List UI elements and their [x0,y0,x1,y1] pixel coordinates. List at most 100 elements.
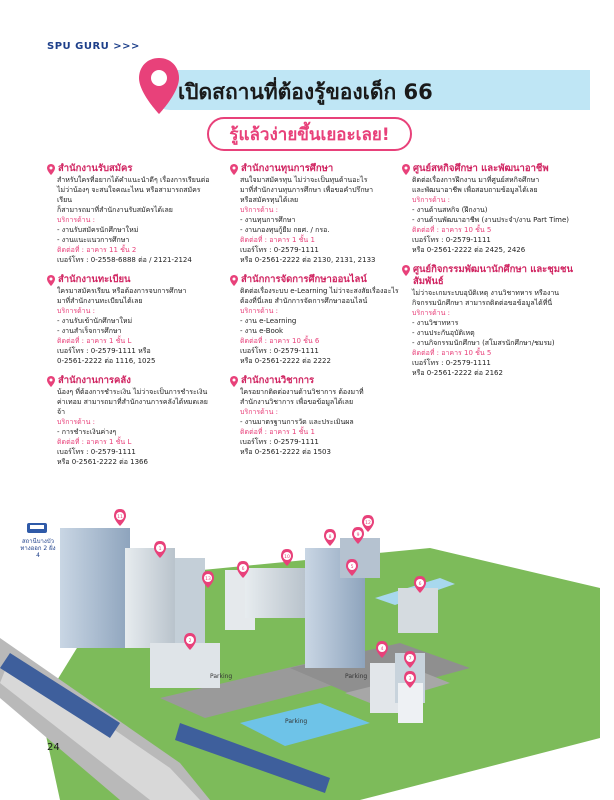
service-item: - งานรับสมัครนักศึกษาใหม่ [57,226,139,234]
office-title: สำนักงานทะเบียน [47,274,215,286]
building-marker: 4 [376,641,388,658]
office-location: ติดต่อที่ : อาคาร 1 ชั้น L [57,337,132,345]
office-location: ติดต่อที่ : อาคาร 1 ชั้น 1 [240,428,315,436]
office-title-text: สำนักงานทุนการศึกษา [241,163,334,174]
building-marker: 8 [324,529,336,546]
office-title-text: ศูนย์กิจกรรมพัฒนานักศึกษา และชุมชนสัมพัน… [413,264,573,287]
services-label: บริการด้าน : [57,418,95,426]
office-phone: หรือ 0-2561-2222 ต่อ 1366 [57,458,148,466]
station-label: สถานีบางบัว ทางออก 2 ฝั่ง 4 [18,538,58,559]
location-pin-icon [139,58,179,114]
building-marker: 6 [414,576,426,593]
building-marker: 7 [404,651,416,668]
office-title-text: สำนักการจัดการศึกษาออนไลน์ [241,274,367,285]
location-pin-icon [47,164,55,175]
office-phone: หรือ 0-2561-2222 ต่อ 2130, 2131, 2133 [240,256,376,264]
service-item: - งานกิจกรรมนักศึกษา (สโมสรนักศึกษา/ชมรม… [412,339,555,347]
service-item: - งานกองทุนกู้ยืม กยศ. / กรอ. [240,226,330,234]
office-description: สำหรับใครที่อยากได้คำแนะนำดีๆ เรื่องการเ… [57,176,210,184]
office-entry: สำนักงานการคลังน้องๆ ที่ต้องการชำระเงิน … [47,375,215,467]
location-pin-icon [402,164,410,175]
building-marker: 9 [352,527,364,544]
building-10 [245,568,305,618]
service-item: - การชำระเงินค่างๆ [57,428,117,436]
office-description: ไม่ว่าจะเกมระบบอุบัติเหตุ งานวิชาทหาร หร… [412,289,560,297]
service-item: - งานแนะแนวการศึกษา [57,236,130,244]
services-label: บริการด้าน : [240,307,278,315]
services-label: บริการด้าน : [240,206,278,214]
office-description: กิจกรรมนักศึกษา สามารถติดต่อขอข้อมูลได้ท… [412,299,553,307]
building-marker: 12 [362,515,374,532]
office-phone: เบอร์โทร : 0-2558-6888 ต่อ / 2121-2124 [57,256,192,264]
section-tag: SPU GURU >>> [47,41,140,52]
marker-number: 8 [329,534,332,540]
train-1 [0,653,120,738]
office-phone: เบอร์โทร : 0-2579-1111 [240,438,319,446]
office-location: ติดต่อที่ : อาคาร 1 ชั้น 1 [240,236,315,244]
marker-number: 12 [365,520,371,526]
marker-number: 3 [409,676,412,682]
marker-number: 10 [284,554,290,560]
office-title-text: สำนักงานการคลัง [58,375,131,386]
office-title: สำนักงานการคลัง [47,375,215,387]
marker-dot [406,654,414,662]
office-entry: ศูนย์กิจกรรมพัฒนานักศึกษา และชุมชนสัมพัน… [402,264,592,378]
office-description: ไม่ว่าน้องๆ จะสนใจคณะไหน หรือสามารถสมัคร… [57,186,201,204]
marker-dot [348,562,356,570]
office-phone: หรือ 0-2561-2222 ต่อ 1503 [240,448,331,456]
marker-dot [354,530,362,538]
marker-number: 7 [409,656,412,662]
office-title-text: สำนักงานวิชาการ [241,375,315,386]
building-marker: 6 [237,561,249,578]
location-pin-icon [47,275,55,286]
page-title: เปิดสถานที่ต้องรู้ของเด็ก 66 [178,80,433,104]
location-pin-icon [230,275,238,286]
office-title-text: สำนักงานทะเบียน [58,274,131,285]
marker-number: 4 [381,646,384,652]
office-title: ศูนย์กิจกรรมพัฒนานักศึกษา และชุมชนสัมพัน… [402,264,592,288]
office-phone: เบอร์โทร : 0-2579-1111 [412,359,491,367]
bts-station-icon [27,523,47,533]
marker-number: 11 [117,514,123,520]
station-name: สถานีบางบัว [21,538,55,545]
service-item: - งานทุนการศึกษา [240,216,296,224]
office-description: มาที่สำนักงานทะเบียนได้เลย [57,297,143,305]
parking-label-3: Parking [345,673,367,680]
office-description: ก็สามารถมาที่สำนักงานรับสมัครได้เลย [57,206,173,214]
building-11 [60,528,130,648]
office-title: สำนักการจัดการศึกษาออนไลน์ [230,274,400,286]
location-pin-icon [47,376,55,387]
office-description: น้องๆ ที่ต้องการชำระเงิน ไม่ว่าจะเป็นการ… [57,388,208,396]
office-title-text: ศูนย์สหกิจศึกษา และพัฒนาอาชีพ [413,163,549,174]
service-item: - งานรับเข้านักศึกษาใหม่ [57,317,133,325]
building-marker: 3 [404,671,416,688]
marker-number: 5 [351,564,354,570]
services-label: บริการด้าน : [57,307,95,315]
building-marker: 11 [114,509,126,526]
marker-dot [186,636,194,644]
building-marker: 5 [346,559,358,576]
building-marker: 13 [202,571,214,588]
building-marker: 10 [281,549,293,566]
building-3 [398,683,423,723]
office-location: ติดต่อที่ : อาคาร 1 ชั้น L [57,438,132,446]
service-item: - งานประกันอุบัติเหตุ [412,329,475,337]
service-item: - งาน e-Learning [240,317,297,325]
office-title: ศูนย์สหกิจศึกษา และพัฒนาอาชีพ [402,163,592,175]
pond [240,703,370,746]
parking-label-2: Parking [285,718,307,725]
location-pin-icon [230,164,238,175]
marker-number: 6 [419,581,422,587]
services-label: บริการด้าน : [57,216,95,224]
marker-dot [116,512,124,520]
services-label: บริการด้าน : [240,408,278,416]
office-entry: สำนักงานวิชาการใครอยากติดต่องานด้านวิชาก… [230,375,400,457]
office-description: สนใจมาสมัครทุน ไม่ว่าจะเป็นทุนด้านอะไร [240,176,368,184]
office-description: ต้องที่นี่เลย สำนักการจัดการศึกษาออนไลน์ [240,297,368,305]
marker-dot [239,564,247,572]
campus-map: Parking Parking Parking 1111361081295264… [0,509,600,800]
office-entry: สำนักงานทะเบียนใครมาสมัครเรียน หรือต้องก… [47,274,215,366]
building-2 [150,643,220,688]
office-title: สำนักงานทุนการศึกษา [230,163,400,175]
